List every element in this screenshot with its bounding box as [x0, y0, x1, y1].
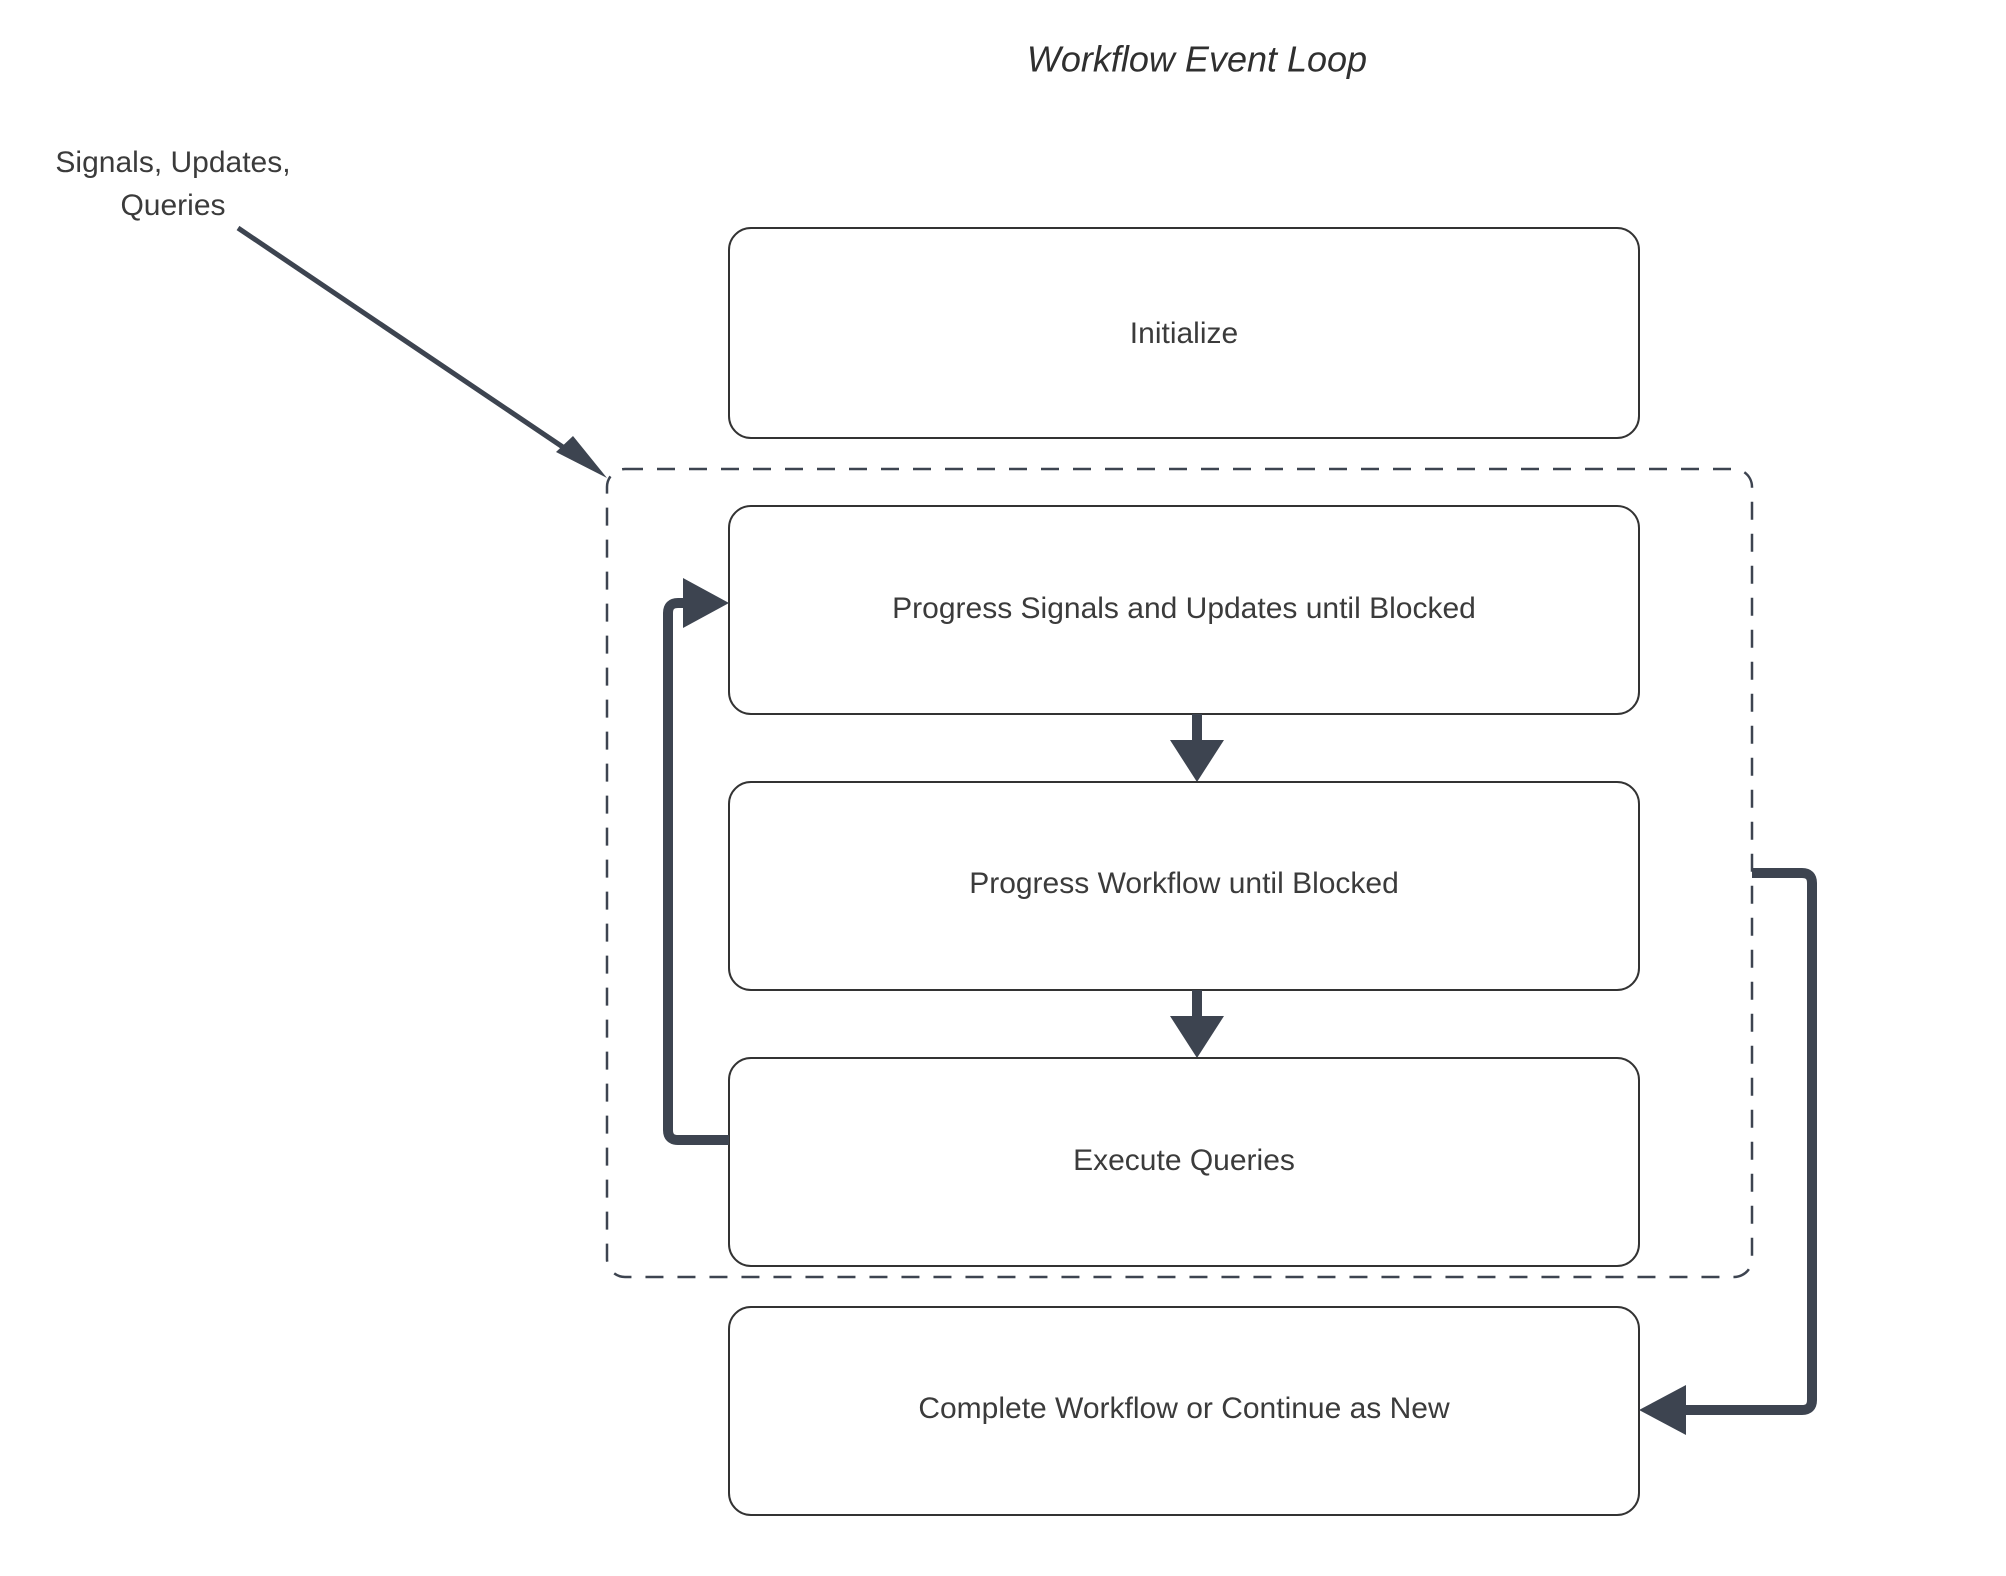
page-title: Workflow Event Loop	[1027, 39, 1367, 80]
node-initialize: Initialize	[728, 227, 1640, 439]
node-progress-signals-box	[728, 505, 1640, 715]
edge-loop-to-complete-arrowhead	[1639, 1385, 1686, 1435]
edge-workflow-to-queries	[1170, 990, 1224, 1058]
edge-queries-back-to-signals	[663, 578, 729, 1145]
node-complete-workflow: Complete Workflow or Continue as New	[728, 1306, 1640, 1516]
node-progress-signals: Progress Signals and Updates until Block…	[728, 505, 1640, 715]
event-loop-container	[605, 467, 1754, 1279]
node-complete-workflow-label: Complete Workflow or Continue as New	[918, 1392, 1450, 1425]
edge-loop-to-complete	[1639, 868, 1817, 1435]
node-progress-workflow-label: Progress Workflow until Blocked	[969, 867, 1399, 900]
edge-queries-back-to-signals-line	[663, 598, 729, 1145]
external-source-label-line2: Queries	[120, 189, 225, 222]
external-source-label-line1: Signals, Updates,	[55, 146, 290, 179]
edge-signals-to-workflow	[1170, 714, 1224, 782]
signals-into-loop-line	[236, 225, 587, 465]
edge-signals-to-workflow-arrowhead	[1170, 740, 1224, 782]
node-progress-workflow-box	[728, 781, 1640, 991]
signals-into-loop-arrowhead	[556, 436, 607, 478]
node-execute-queries-box	[728, 1057, 1640, 1267]
node-progress-signals-label: Progress Signals and Updates until Block…	[892, 592, 1476, 625]
edge-workflow-to-queries-arrowhead	[1170, 1016, 1224, 1058]
node-initialize-box	[728, 227, 1640, 439]
node-execute-queries: Execute Queries	[728, 1057, 1640, 1267]
node-execute-queries-label: Execute Queries	[1073, 1144, 1295, 1177]
edge-loop-to-complete-line	[1680, 868, 1817, 1415]
node-initialize-label: Initialize	[1130, 317, 1238, 350]
node-complete-workflow-box	[728, 1306, 1640, 1516]
edge-queries-back-to-signals-arrowhead	[683, 578, 729, 628]
node-progress-workflow: Progress Workflow until Blocked	[728, 781, 1640, 991]
